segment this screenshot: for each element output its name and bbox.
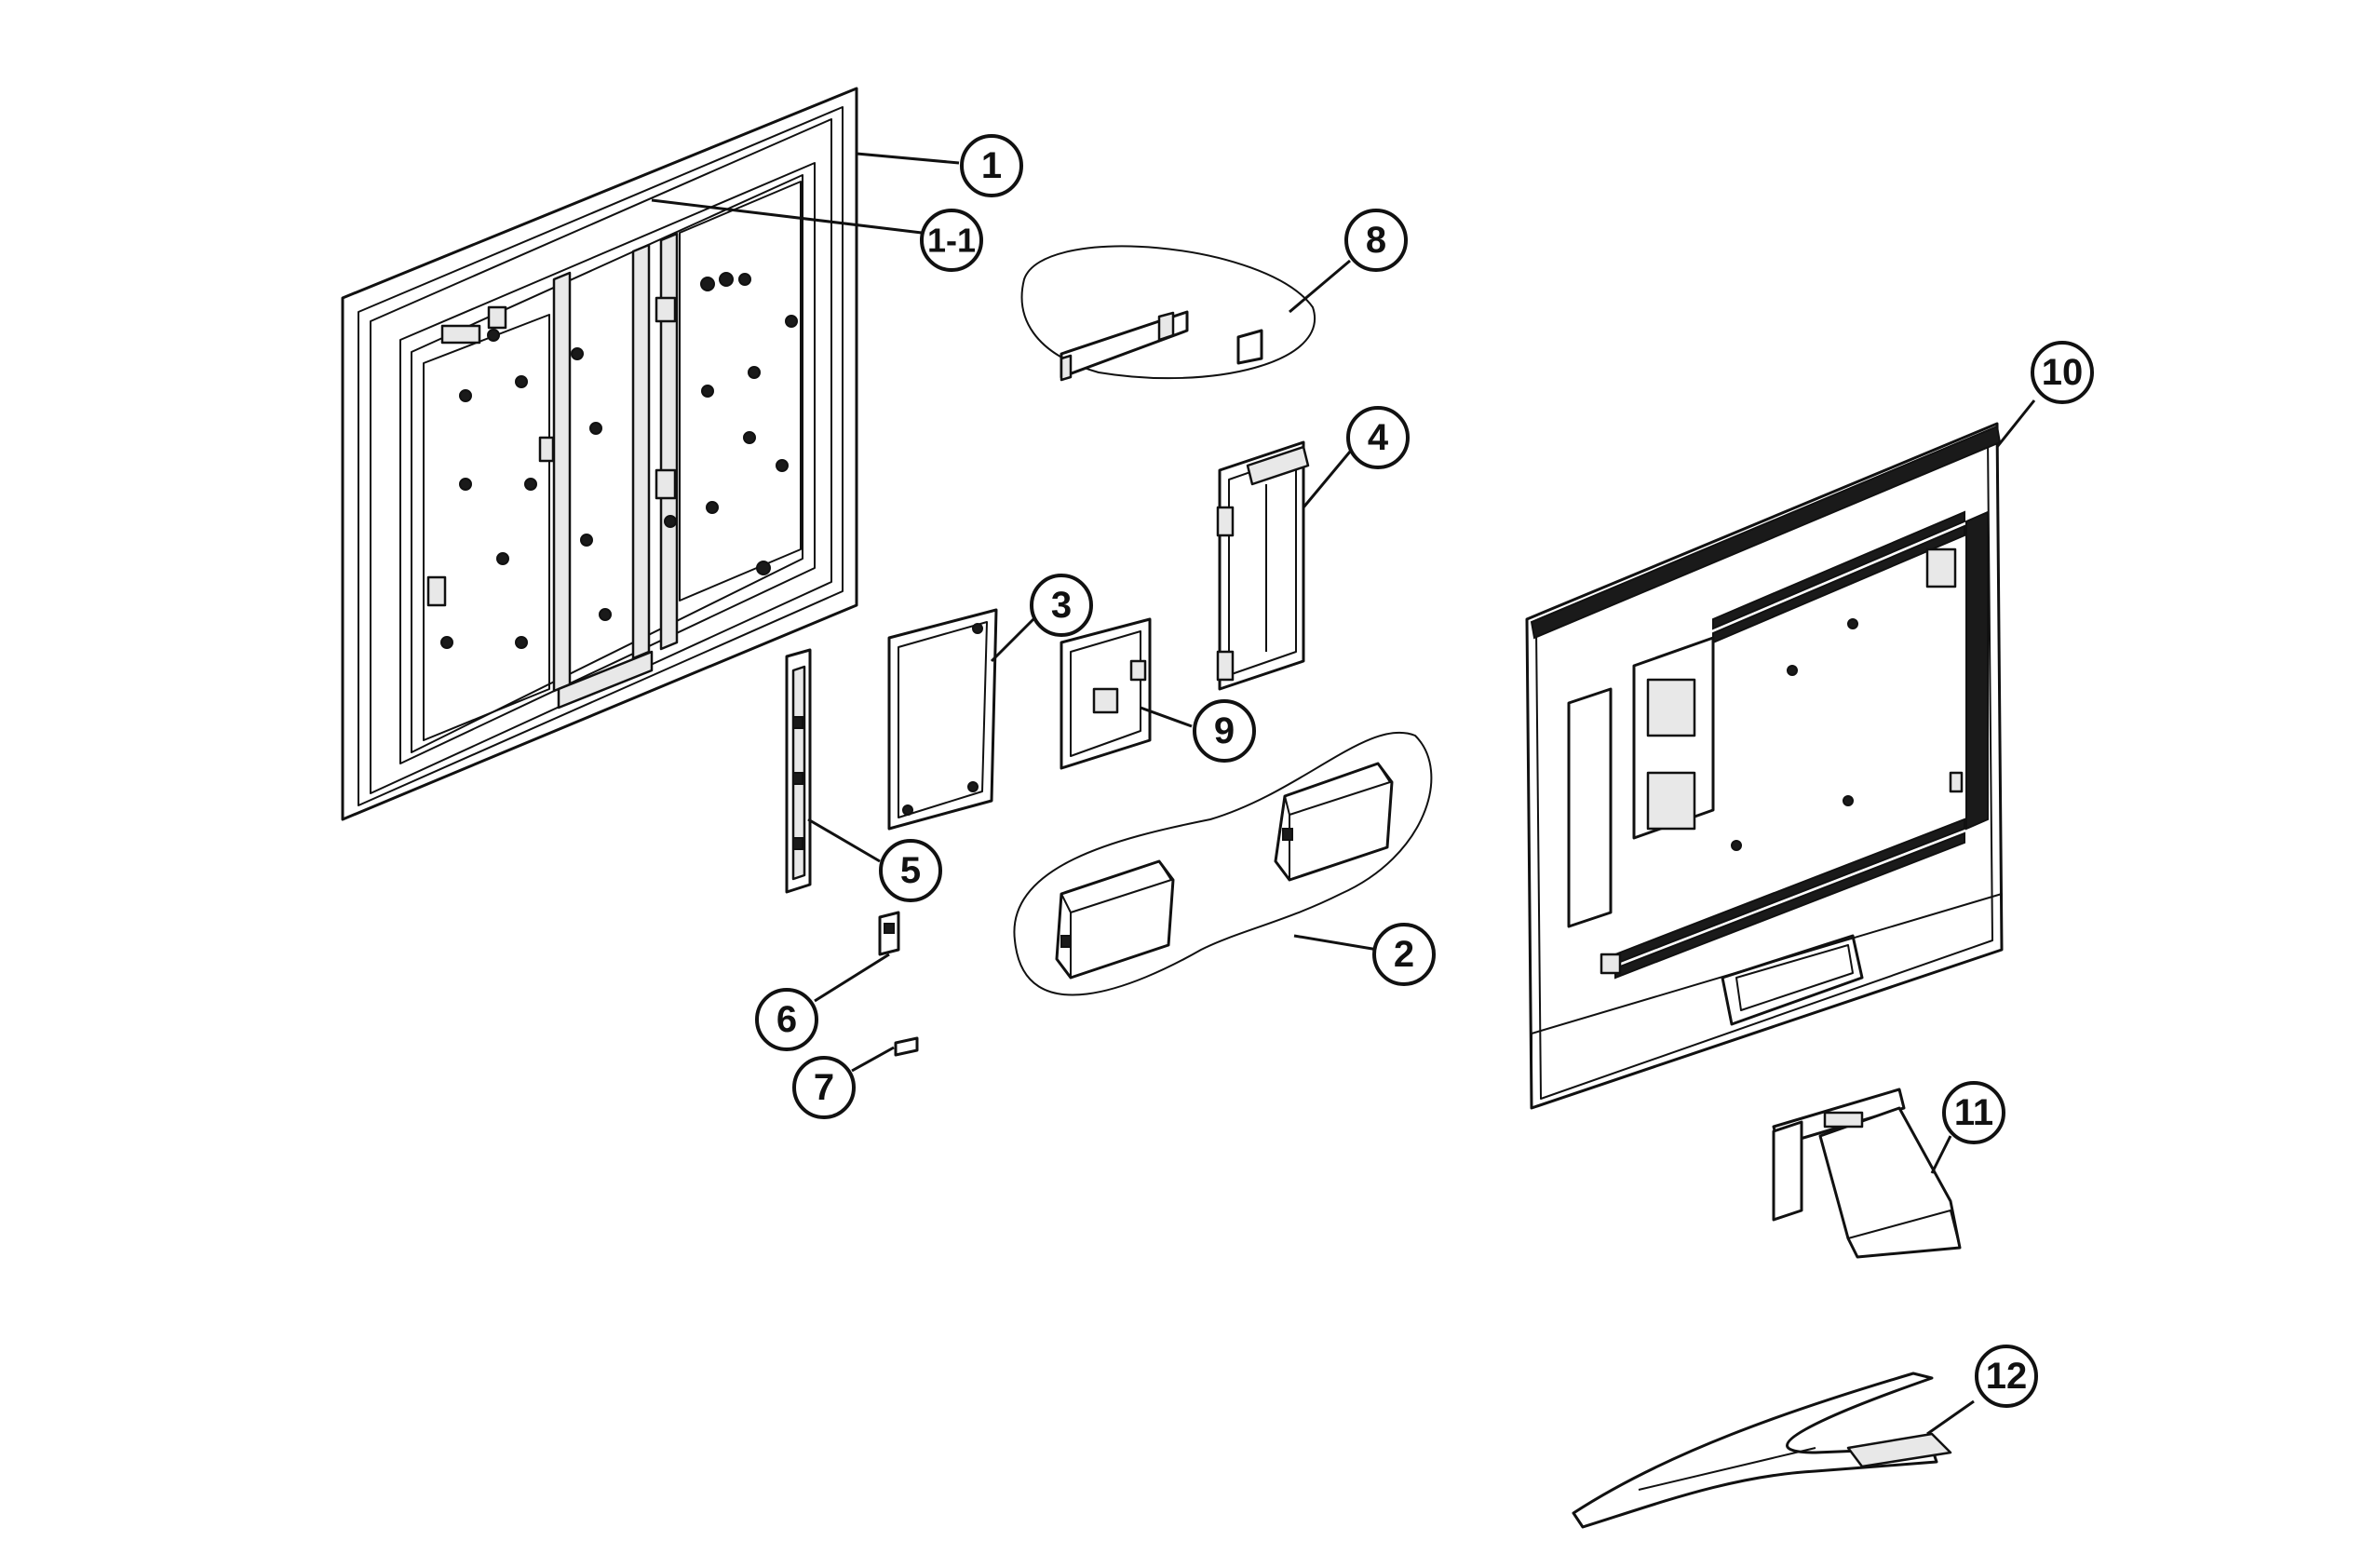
callout-4: 4 (1346, 406, 1410, 469)
callout-label: 5 (900, 850, 921, 891)
callout-label: 6 (776, 999, 797, 1040)
callout-label: 12 (1986, 1356, 2028, 1397)
callout-1: 1 (960, 134, 1023, 197)
part-7-clip (894, 1036, 919, 1057)
part-2-speakers-group (1013, 731, 1433, 996)
callout-label: 1-1 (927, 222, 976, 260)
callout-6: 6 (755, 988, 818, 1051)
callout-11: 11 (1942, 1081, 2005, 1144)
part-5-terminal-bracket (785, 648, 812, 894)
callout-label: 2 (1394, 934, 1414, 975)
callout-2: 2 (1372, 923, 1436, 986)
callout-5: 5 (879, 839, 942, 902)
callout-label: 7 (814, 1067, 834, 1108)
callout-10: 10 (2031, 341, 2094, 404)
callout-label: 10 (2042, 352, 2084, 393)
callout-12: 12 (1975, 1345, 2038, 1408)
part-9-sub-board (1060, 617, 1152, 770)
callout-label: 1 (981, 145, 1002, 186)
part-8-group (1020, 245, 1316, 382)
callout-9: 9 (1193, 699, 1256, 763)
callout-7: 7 (792, 1056, 856, 1119)
part-6-small-board (878, 911, 900, 956)
part-4-power-board (1216, 440, 1310, 691)
callout-1-1: 1-1 (920, 209, 983, 272)
callout-label: 3 (1051, 585, 1072, 626)
part-1-panel (341, 87, 858, 821)
callout-label: 4 (1368, 417, 1389, 458)
part-11-stand-neck (1772, 1088, 1962, 1259)
callout-8: 8 (1344, 209, 1408, 272)
part-10-rear-cover (1525, 422, 2004, 1110)
panel-connectors (426, 296, 677, 607)
callout-3: 3 (1030, 574, 1093, 637)
callout-label: 8 (1366, 220, 1386, 261)
part-12-stand-base (1572, 1372, 1952, 1529)
leader-lines (651, 152, 2036, 1436)
callout-label: 11 (1954, 1092, 1993, 1133)
part-3-main-board (887, 608, 998, 831)
callout-label: 9 (1214, 710, 1235, 751)
